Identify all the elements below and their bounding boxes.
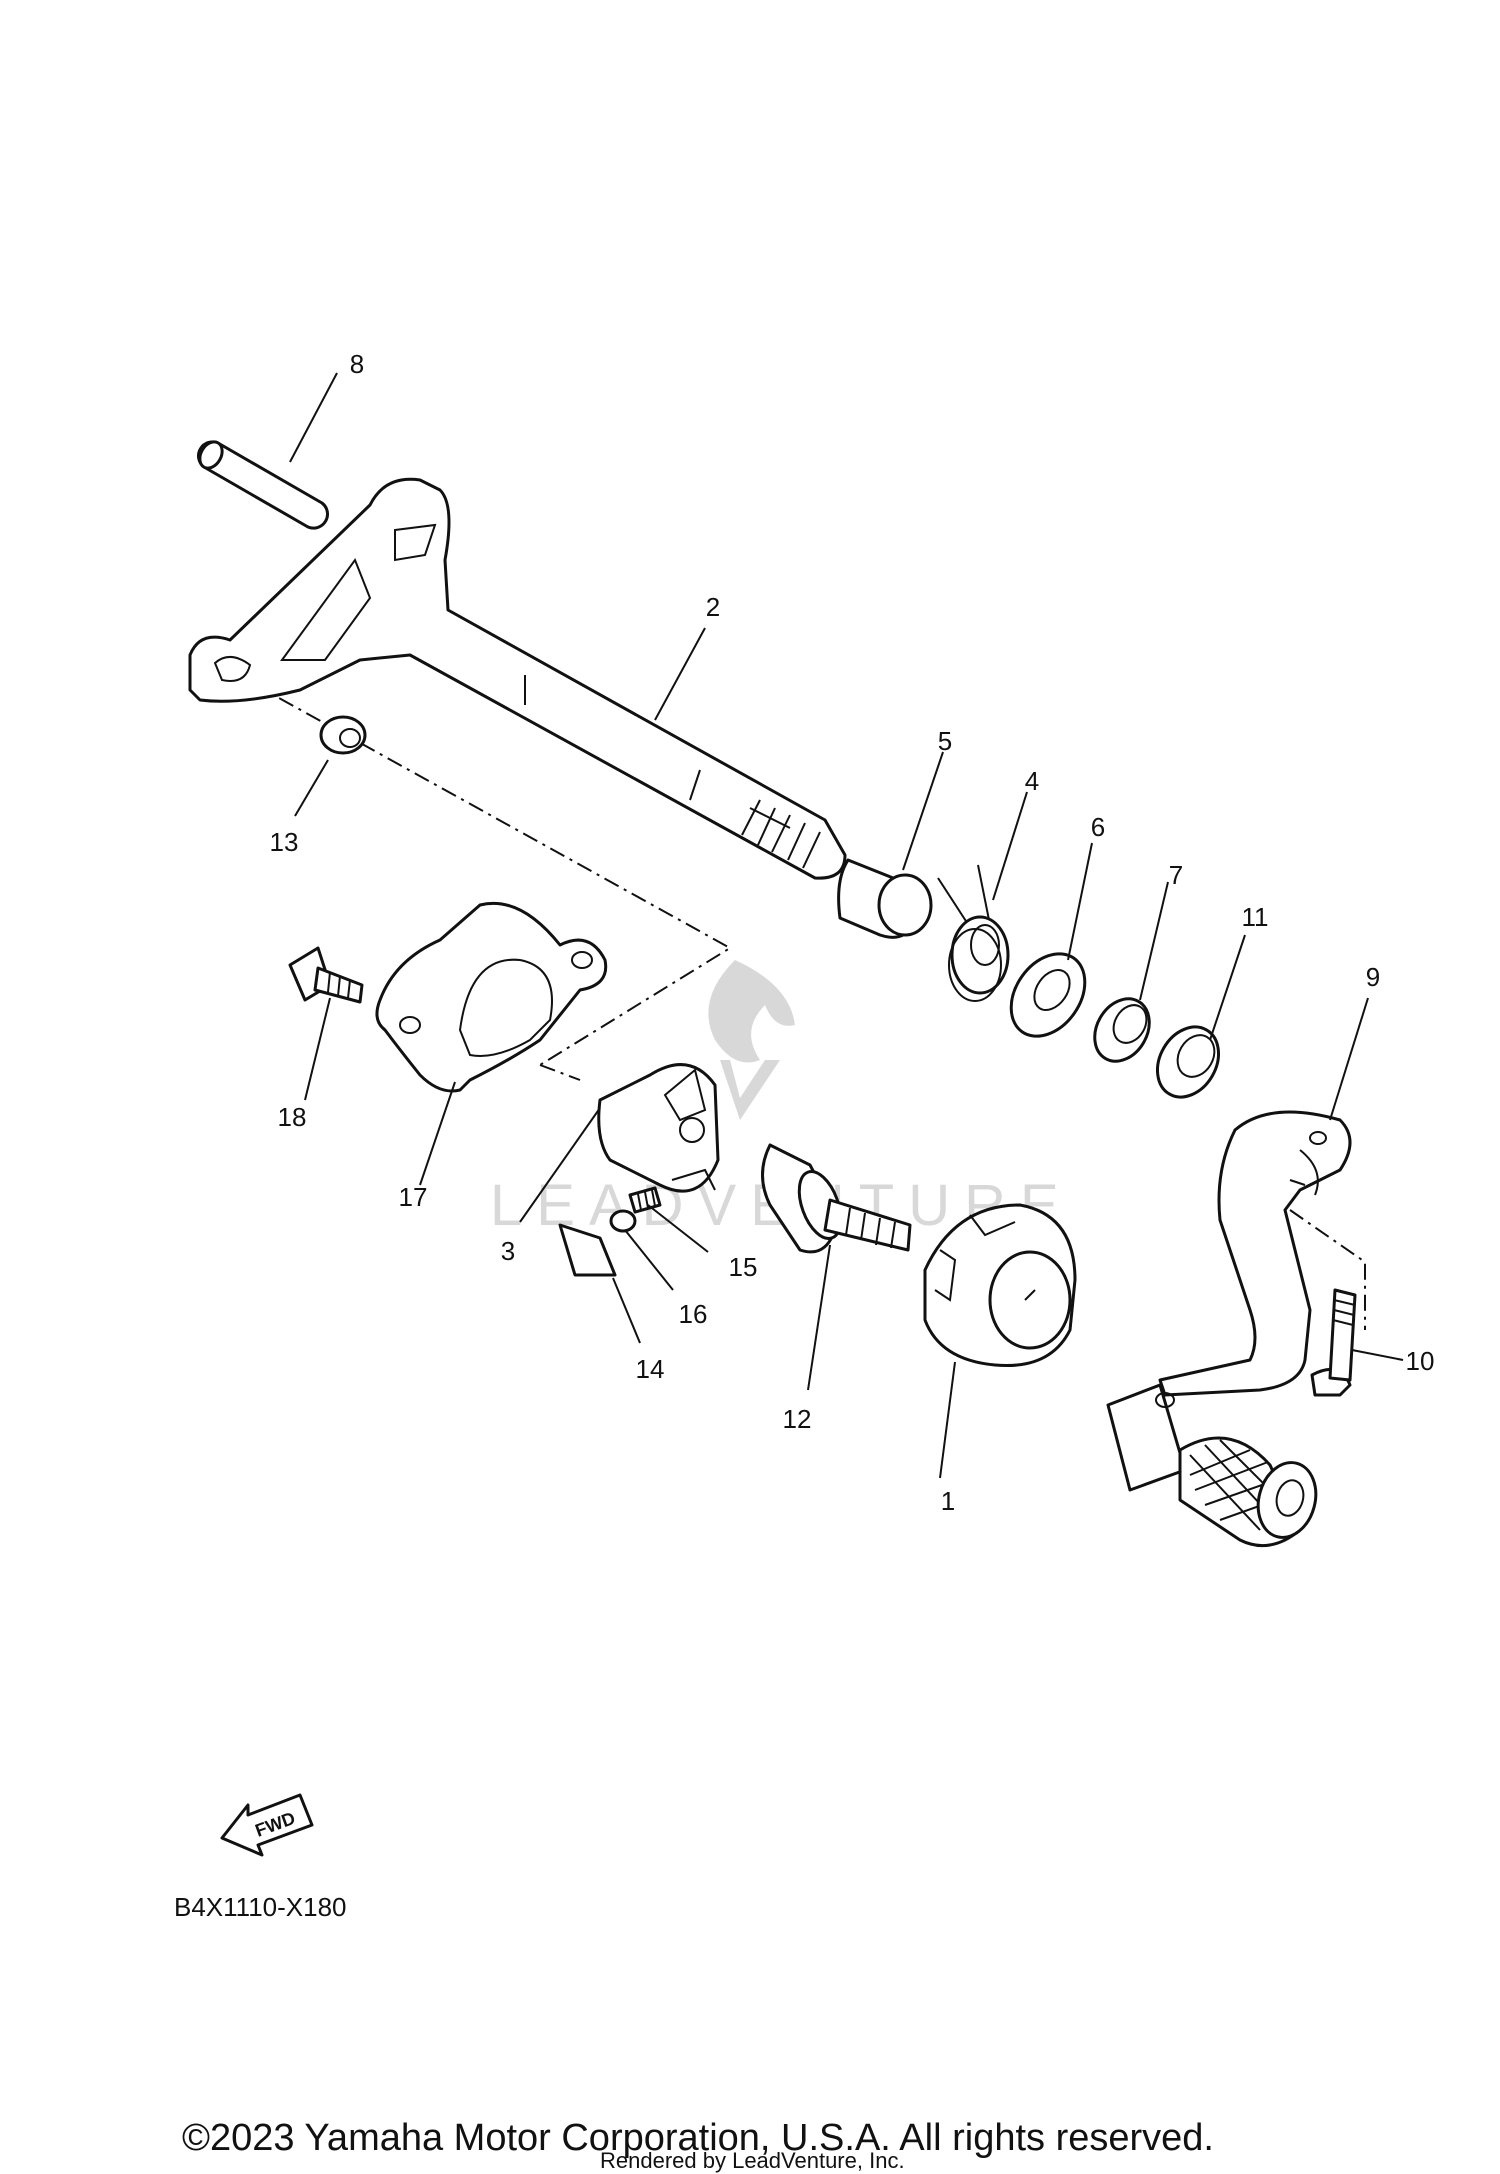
alignment-lines xyxy=(224,667,1366,1330)
part-9-shift-pedal xyxy=(1106,1110,1352,1548)
callout-14: 14 xyxy=(636,1354,665,1384)
callout-6: 6 xyxy=(1091,812,1105,842)
rendered-by-notice: Rendered by LeadVenture, Inc. xyxy=(600,2148,905,2173)
part-8-pin xyxy=(197,440,329,530)
diagram-code: B4X1110-X180 xyxy=(174,1892,347,1922)
callout-18: 18 xyxy=(278,1102,307,1132)
part-17-plate xyxy=(375,901,608,1093)
callout-13: 13 xyxy=(270,827,299,857)
callout-2: 2 xyxy=(706,592,720,622)
leader-lines xyxy=(289,372,1404,1479)
callout-16: 16 xyxy=(679,1299,708,1329)
part-11-seal xyxy=(1156,1025,1220,1099)
callout-5: 5 xyxy=(938,726,952,756)
callout-8: 8 xyxy=(350,349,364,379)
part-12-bolt xyxy=(761,1143,912,1254)
callout-17: 17 xyxy=(399,1182,428,1212)
part-4-spring xyxy=(937,864,1010,1002)
fwd-arrow-icon: FWD xyxy=(220,1793,314,1857)
part-3-segment xyxy=(597,1063,720,1193)
part-13-washer xyxy=(319,715,367,755)
part-1-segment xyxy=(923,1203,1077,1368)
callout-12: 12 xyxy=(783,1404,812,1434)
callout-3: 3 xyxy=(501,1236,515,1266)
part-18-bolt xyxy=(288,946,364,1004)
copyright-notice: ©2023 Yamaha Motor Corporation, U.S.A. A… xyxy=(182,2117,1214,2159)
callout-7: 7 xyxy=(1169,860,1183,890)
callout-11: 11 xyxy=(1242,902,1269,932)
part-7-bearing xyxy=(1093,997,1151,1063)
callout-15: 15 xyxy=(729,1252,758,1282)
part-6-washer xyxy=(1009,952,1087,1038)
callout-9: 9 xyxy=(1366,962,1380,992)
part-15-spring xyxy=(628,1186,662,1214)
part-14-stopper xyxy=(558,1223,617,1277)
callout-10: 10 xyxy=(1406,1346,1435,1376)
part-16-pin xyxy=(609,1209,637,1233)
callout-labels: 1 2 3 4 5 6 7 8 9 10 11 12 13 14 15 16 1… xyxy=(270,349,1435,1516)
callout-4: 4 xyxy=(1025,766,1039,796)
part-2-shift-shaft xyxy=(188,477,847,880)
part-5-collar xyxy=(837,858,933,939)
callout-1: 1 xyxy=(941,1486,955,1516)
part-10-bolt xyxy=(1310,1288,1357,1397)
